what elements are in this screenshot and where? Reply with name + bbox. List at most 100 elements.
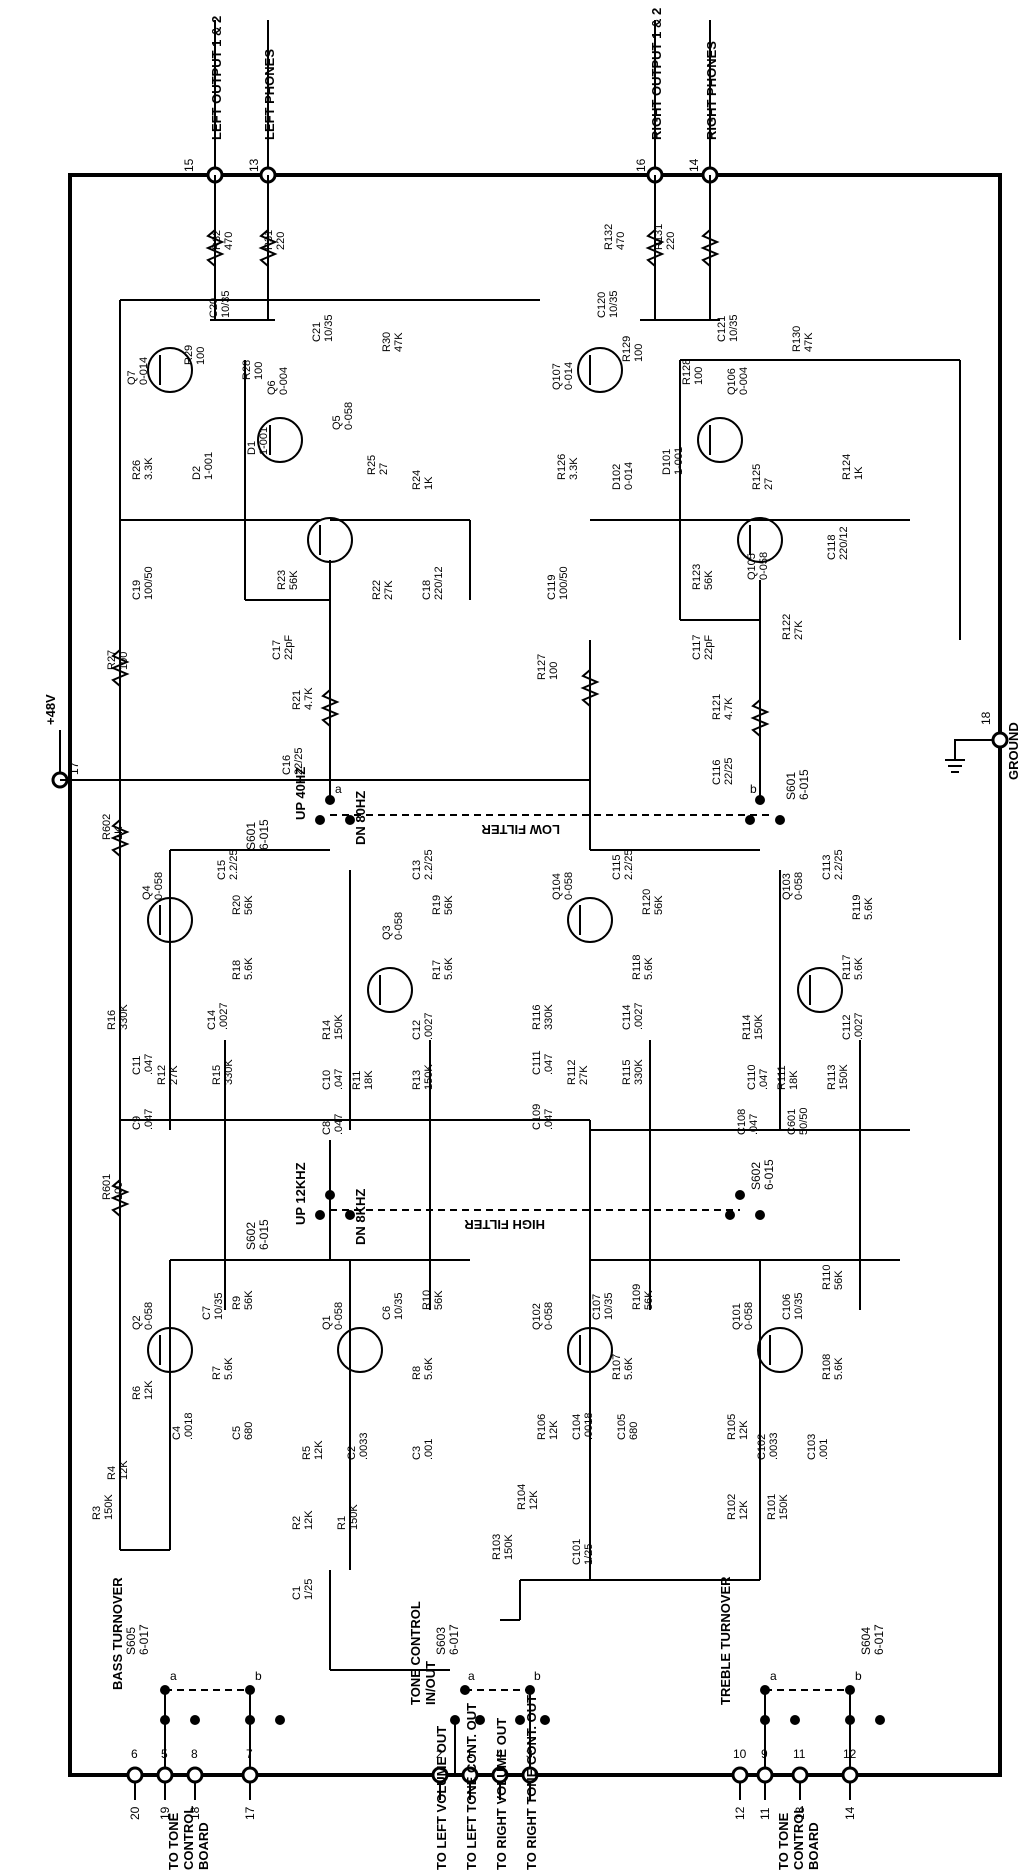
component-ref: C19: [131, 580, 143, 600]
component-value: .001: [818, 1439, 830, 1460]
right-board-line3: BOARD: [806, 1822, 821, 1870]
term-12-num: 12: [843, 1747, 857, 1761]
left-volume-out-label: TO LEFT VOLUME OUT: [434, 1726, 449, 1870]
component-c103: C103.001: [806, 1434, 830, 1460]
component-c109: C109.047: [531, 1104, 555, 1130]
component-ref: R14: [321, 1020, 333, 1040]
component-ref: R115: [621, 1060, 633, 1085]
component-ref: C4: [171, 1426, 183, 1440]
component-value: 150K: [503, 1534, 515, 1560]
component-value: 12K: [528, 1490, 540, 1510]
component-ref: R18: [231, 960, 243, 980]
component-value: 22pF: [283, 635, 295, 660]
term-11-num: 11: [793, 1747, 806, 1761]
component-ref: R104: [516, 1484, 528, 1510]
terminal-9: [756, 1766, 774, 1784]
component-value: 0-058: [393, 912, 405, 940]
component-value: 0-004: [738, 367, 750, 395]
component-value: 0-058: [333, 1302, 345, 1330]
component-ref: R602: [101, 814, 113, 840]
component-value: 1-001: [673, 447, 685, 475]
component-value: 1-001: [258, 427, 270, 455]
component-ref: R31: [263, 230, 275, 250]
component-value: 470: [223, 232, 235, 250]
component-ref: C120: [596, 292, 608, 318]
component-ref: Q7: [126, 370, 138, 385]
component-value: 220: [275, 232, 287, 250]
component-value: .047: [143, 1054, 155, 1075]
component-value: 0-058: [563, 872, 575, 900]
component-ref: C121: [716, 316, 728, 342]
resistor-r21: [320, 689, 340, 727]
component-ref: C11: [131, 1056, 143, 1075]
outer-frame: [68, 173, 1002, 1777]
component-value: .0027: [633, 1002, 645, 1030]
component-ref: R601: [101, 1174, 113, 1200]
component-value: .047: [333, 1069, 345, 1090]
component-ref: R27: [106, 650, 118, 670]
ground-terminal: 18: [979, 711, 993, 725]
component-ref: R111: [776, 1065, 788, 1090]
s601r-ref: S601: [784, 772, 798, 800]
ground: 18 GROUND: [945, 711, 1021, 780]
transistor-q107: [577, 347, 623, 393]
terminal-18-ground: [991, 731, 1009, 749]
component-ref: C13: [411, 860, 423, 880]
term-5-num: 5: [161, 1747, 168, 1761]
bottom-switches: BASS TURNOVER TONE CONTROL IN/OUT TREBLE…: [110, 1576, 886, 1775]
component-value: .0018: [583, 1412, 595, 1440]
term-9-num: 9: [761, 1747, 768, 1761]
component-ref: C111: [531, 1050, 543, 1075]
resistor-r132: [645, 229, 665, 267]
component-c2: C2.0033: [346, 1432, 370, 1460]
component-ref: R116: [531, 1005, 543, 1030]
term-6-num: 6: [131, 1747, 138, 1761]
component-ref: C108: [736, 1109, 748, 1135]
component-ref: C18: [421, 580, 433, 600]
component-value: 150K: [103, 1494, 115, 1520]
component-ref: R130: [791, 326, 803, 352]
component-ref: R3: [91, 1506, 103, 1520]
component-ref: Q105: [746, 553, 758, 580]
component-ref: R22: [371, 580, 383, 600]
component-value: 5.6K: [423, 1357, 435, 1380]
component-value: 27K: [793, 620, 805, 640]
component-ref: R112: [566, 1060, 578, 1085]
component-ref: C10: [321, 1070, 333, 1090]
component-ref: R120: [641, 889, 653, 915]
component-ref: C103: [806, 1434, 818, 1460]
dn8-label: DN 8KHZ: [353, 1189, 368, 1245]
component-ref: R15: [211, 1065, 223, 1085]
component-ref: R113: [826, 1065, 838, 1090]
terminal-14-num: 14: [687, 158, 701, 172]
component-ref: C9: [131, 1116, 143, 1130]
component-value: 56K: [288, 570, 300, 590]
tone-pole-a: a: [468, 1669, 475, 1683]
component-c8: C8.047: [321, 1114, 345, 1135]
component-value: 56K: [643, 1290, 655, 1310]
component-ref: R108: [821, 1354, 833, 1380]
left-channel-wiring: [119, 175, 590, 1671]
right-board-line2: CONTROL: [791, 1806, 806, 1870]
s602-part: 6-015: [257, 1219, 271, 1250]
